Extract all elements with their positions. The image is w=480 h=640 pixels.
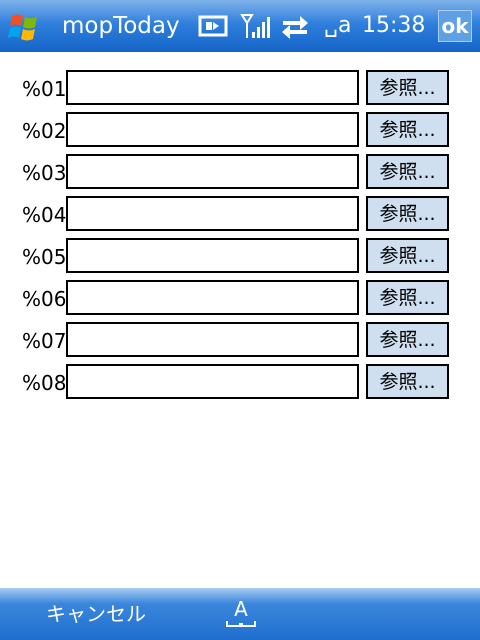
path-input-05[interactable]: [66, 238, 359, 273]
connection-icon[interactable]: [198, 12, 228, 44]
path-label-04: %04: [22, 203, 67, 227]
path-row-08: %08 参照...: [0, 364, 480, 406]
browse-button-02[interactable]: 参照...: [366, 112, 449, 147]
browse-button-03[interactable]: 参照...: [366, 154, 449, 189]
cancel-softkey[interactable]: キャンセル: [46, 602, 146, 626]
path-input-07[interactable]: [66, 322, 359, 357]
ime-indicator[interactable]: ␣a: [324, 13, 352, 38]
path-label-08: %08: [22, 371, 67, 395]
data-sync-icon[interactable]: [280, 12, 310, 44]
path-form: %01 参照... %02 参照... %03 参照... %04 参照... …: [0, 70, 480, 406]
path-input-03[interactable]: [66, 154, 359, 189]
input-method-icon[interactable]: A: [224, 596, 258, 630]
path-row-05: %05 参照...: [0, 238, 480, 280]
path-input-02[interactable]: [66, 112, 359, 147]
browse-button-07[interactable]: 参照...: [366, 322, 449, 357]
path-label-01: %01: [22, 77, 67, 101]
path-input-01[interactable]: [66, 70, 359, 105]
browse-button-04[interactable]: 参照...: [366, 196, 449, 231]
path-label-06: %06: [22, 287, 67, 311]
path-row-04: %04 参照...: [0, 196, 480, 238]
clock[interactable]: 15:38: [362, 13, 426, 38]
path-label-02: %02: [22, 119, 67, 143]
path-row-07: %07 参照...: [0, 322, 480, 364]
app-title: mopToday :: [62, 13, 184, 39]
path-label-07: %07: [22, 329, 67, 353]
browse-button-01[interactable]: 参照...: [366, 70, 449, 105]
windows-start-icon[interactable]: [6, 10, 44, 44]
title-bar: mopToday : ␣a 15:38: [0, 0, 480, 52]
path-label-03: %03: [22, 161, 67, 185]
path-row-02: %02 参照...: [0, 112, 480, 154]
path-row-03: %03 参照...: [0, 154, 480, 196]
browse-button-08[interactable]: 参照...: [366, 364, 449, 399]
softkey-bar: キャンセル A: [0, 588, 480, 640]
path-input-04[interactable]: [66, 196, 359, 231]
path-row-06: %06 参照...: [0, 280, 480, 322]
browse-button-06[interactable]: 参照...: [366, 280, 449, 315]
path-input-08[interactable]: [66, 364, 359, 399]
path-input-06[interactable]: [66, 280, 359, 315]
ok-button[interactable]: ok: [438, 10, 472, 42]
path-row-01: %01 参照...: [0, 70, 480, 112]
signal-strength-icon[interactable]: [240, 12, 270, 44]
input-method-letter: A: [234, 597, 248, 621]
path-label-05: %05: [22, 245, 67, 269]
browse-button-05[interactable]: 参照...: [366, 238, 449, 273]
